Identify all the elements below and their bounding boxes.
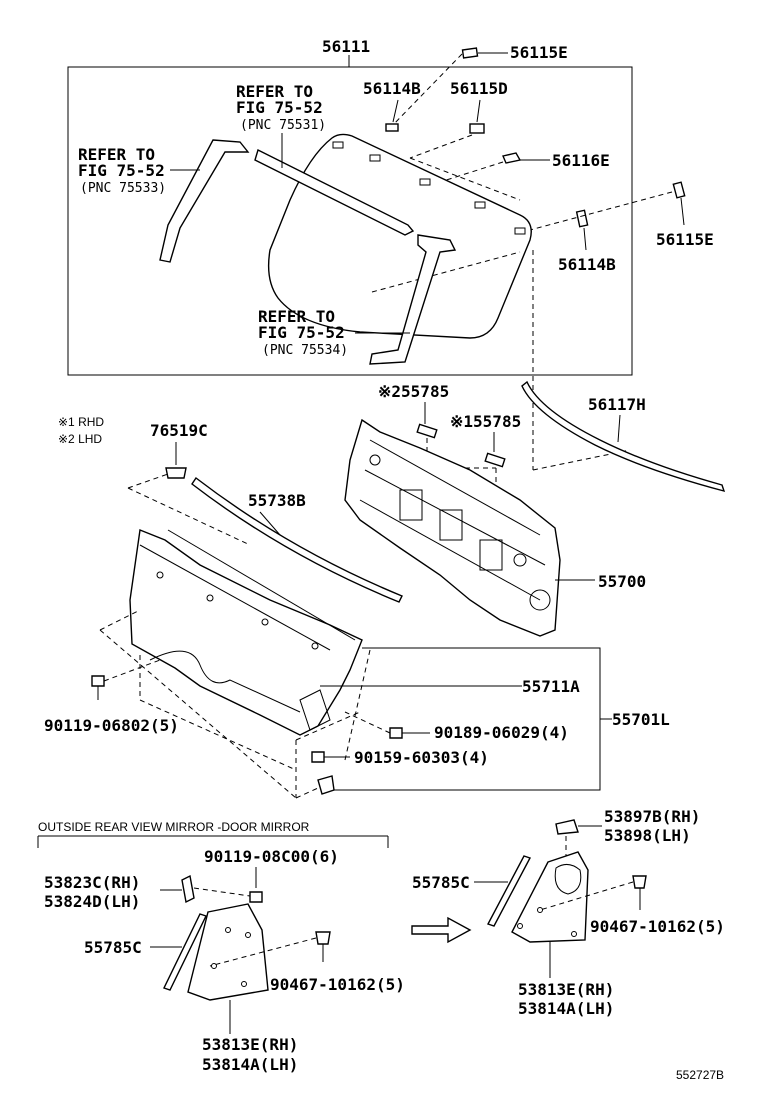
refer2-line3: (PNC 75533) — [80, 181, 166, 196]
label-56115E-top[interactable]: 56115E — [510, 43, 568, 62]
label-55738B[interactable]: 55738B — [248, 491, 306, 510]
label-55785-rhd[interactable]: ※155785 — [450, 412, 521, 431]
label-56114B-right[interactable]: 56114B — [558, 255, 616, 274]
label-53897B[interactable]: 53897B(RH) — [604, 807, 700, 826]
label-56115D[interactable]: 56115D — [450, 79, 508, 98]
arrow-icon — [411, 916, 472, 944]
label-90159-60303[interactable]: 90159-60303(4) — [354, 748, 489, 767]
label-90467-left[interactable]: 90467-10162(5) — [270, 975, 405, 994]
seal-55785C-left[interactable] — [163, 913, 207, 991]
refer3-line3: (PNC 75534) — [262, 343, 348, 358]
note-rhd: ※1 RHD — [58, 415, 104, 429]
door-mirror-cover-right[interactable] — [511, 851, 589, 943]
label-56117H[interactable]: 56117H — [588, 395, 646, 414]
rear-glass[interactable] — [267, 133, 532, 339]
diagram-id: 552727B — [676, 1068, 724, 1082]
label-55785C-left[interactable]: 55785C — [84, 938, 142, 957]
section-title: OUTSIDE REAR VIEW MIRROR -DOOR MIRROR — [38, 820, 310, 834]
refer1-line2: FIG 75-52 — [236, 98, 323, 117]
label-90189-06029[interactable]: 90189-06029(4) — [434, 723, 569, 742]
label-53814A-right[interactable]: 53814A(LH) — [518, 999, 614, 1018]
label-90119-08C00[interactable]: 90119-08C00(6) — [204, 847, 339, 866]
label-76519C[interactable]: 76519C — [150, 421, 208, 440]
label-56115E-right[interactable]: 56115E — [656, 230, 714, 249]
refer2-line1: REFER TO — [78, 145, 155, 164]
label-56116E[interactable]: 56116E — [552, 151, 610, 170]
note-lhd: ※2 LHD — [58, 432, 102, 446]
label-90119-06802[interactable]: 90119-06802(5) — [44, 716, 179, 735]
weatherstrip-55738B[interactable] — [191, 476, 403, 603]
label-53814A-left[interactable]: 53814A(LH) — [202, 1055, 298, 1074]
label-53813E-left[interactable]: 53813E(RH) — [202, 1035, 298, 1054]
seal-55785C-right[interactable] — [486, 855, 532, 927]
refer1-line3: (PNC 75531) — [240, 118, 326, 133]
back-door-inner-panel[interactable] — [344, 418, 561, 637]
label-53898[interactable]: 53898(LH) — [604, 826, 691, 845]
label-55785-lhd[interactable]: ※255785 — [378, 382, 449, 401]
back-door-outer-trim[interactable] — [129, 529, 363, 736]
label-53823C[interactable]: 53823C(RH) — [44, 873, 140, 892]
refer3-line2: FIG 75-52 — [258, 323, 345, 342]
label-55711A[interactable]: 55711A — [522, 677, 580, 696]
door-mirror-cover-left[interactable] — [187, 903, 269, 1001]
label-55700[interactable]: 55700 — [598, 572, 646, 591]
refer2-line2: FIG 75-52 — [78, 161, 165, 180]
label-55785C-right[interactable]: 55785C — [412, 873, 470, 892]
label-53824D[interactable]: 53824D(LH) — [44, 892, 140, 911]
label-55701L[interactable]: 55701L — [612, 710, 670, 729]
glass-group-frame — [67, 66, 633, 376]
label-56114B-top[interactable]: 56114B — [363, 79, 421, 98]
refer3-line1: REFER TO — [258, 307, 335, 326]
label-53813E-right[interactable]: 53813E(RH) — [518, 980, 614, 999]
refer1-line1: REFER TO — [236, 82, 313, 101]
label-56111[interactable]: 56111 — [322, 37, 370, 56]
label-90467-right[interactable]: 90467-10162(5) — [590, 917, 725, 936]
